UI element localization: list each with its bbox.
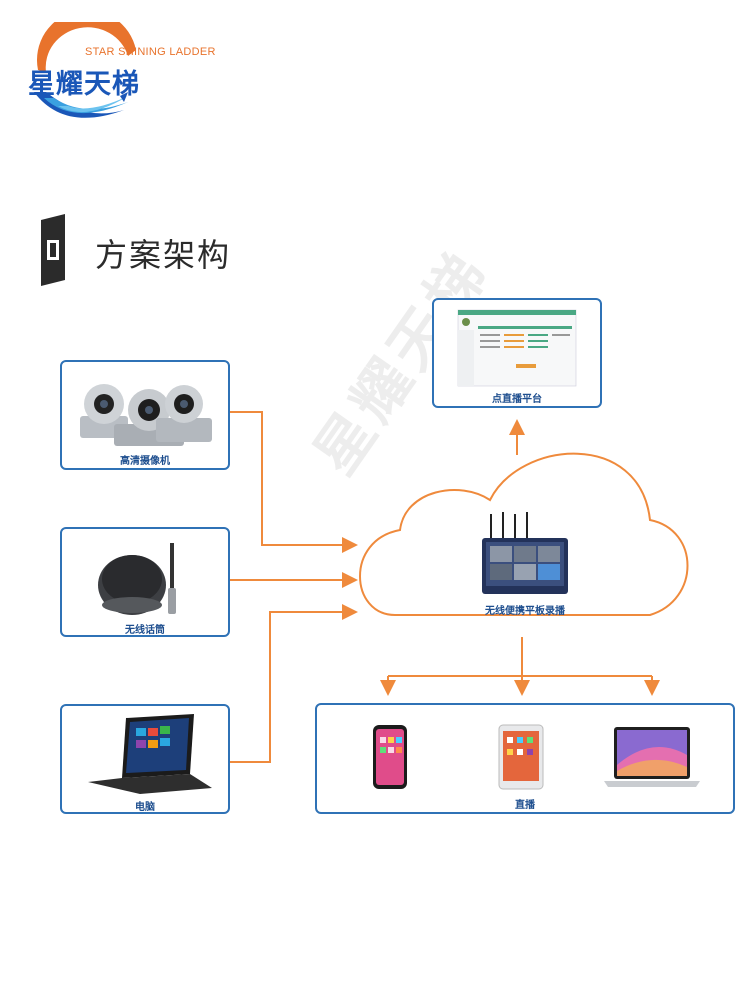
smartphone-icon [373,725,407,789]
cloud-shape [359,452,689,616]
live-label: 直播 [515,800,535,811]
ptz-camera-icon [80,384,212,446]
brand-logo [24,22,214,132]
logo-chinese-name: 星耀天梯 [28,69,140,100]
laptop-icon [88,714,212,794]
laptop-label: 电脑 [135,802,155,813]
tablet-icon [498,724,544,790]
section-marker-icon [37,214,69,286]
mic-node: 无线话筒 [60,527,230,637]
recorder-node: 无线便携平板录播 [460,510,590,620]
laptop-node: 电脑 [60,704,230,814]
mic-label: 无线话筒 [125,625,165,636]
logo-emblem-icon [34,22,136,118]
platform-label: 点直播平台 [492,394,542,405]
portable-recorder-icon [482,512,568,594]
camera-node: 高清摄像机 [60,360,230,470]
camera-label: 高清摄像机 [120,456,170,467]
live-node: 直播 [315,703,735,814]
section-title: 方案架构 [95,236,232,274]
recorder-label: 无线便携平板录播 [485,606,565,617]
platform-node: 点直播平台 [432,298,602,408]
speakerphone-icon [98,543,176,615]
logo-english-name: STAR SHINING LADDER [85,46,216,58]
macbook-icon [604,727,700,787]
web-dashboard-icon [457,309,577,387]
